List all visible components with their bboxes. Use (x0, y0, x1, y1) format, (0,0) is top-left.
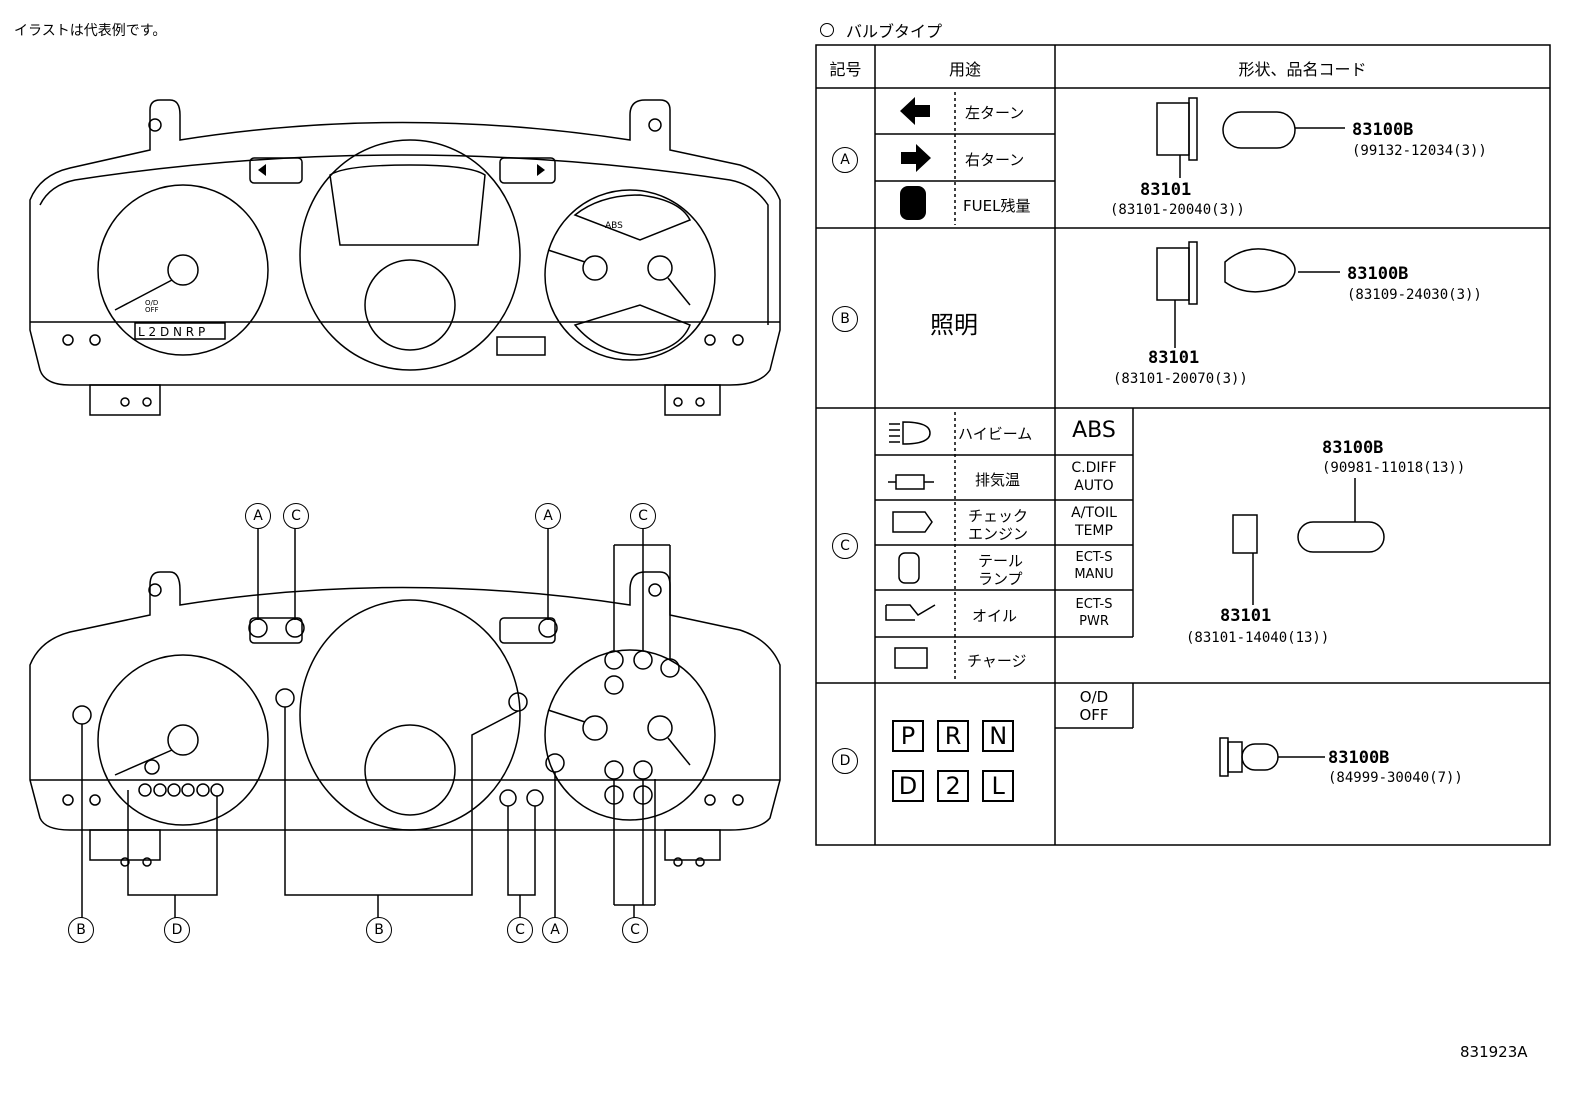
usage-oil: オイル (972, 607, 1018, 625)
abs-label: ABS (605, 221, 623, 231)
usage-lamp: ランプ (978, 570, 1023, 588)
svg-text:O/D: O/D (145, 299, 158, 307)
callout-c-bottom-mid: C (507, 917, 533, 943)
usage-charge: チャージ (967, 652, 1027, 670)
indicator-ects-pwr-1: ECT-S (1075, 597, 1113, 612)
svg-text:OFF: OFF (145, 306, 159, 314)
indicator-auto: AUTO (1074, 478, 1114, 494)
symbol-c: C (832, 533, 858, 559)
callout-d: D (164, 917, 190, 943)
gear-row-bottom: D 2 L (888, 770, 1018, 802)
callout-a-right-turn: A (535, 503, 561, 529)
indicator-cdiff: C.DIFF (1071, 460, 1117, 476)
svg-text:L 2 D N R P: L 2 D N R P (138, 325, 205, 339)
gear-r: R (937, 720, 970, 752)
callout-a-fuel: A (542, 917, 568, 943)
indicator-od: O/D (1079, 688, 1109, 706)
usage-engine: エンジン (968, 525, 1029, 543)
symbol-b: B (832, 306, 858, 332)
bulb-b-sub: (83109-24030(3)) (1347, 287, 1482, 303)
socket-c-code: 83101 (1220, 606, 1272, 626)
right-turn-icon (901, 144, 931, 172)
usage-high-beam: ハイビーム (958, 425, 1033, 443)
header-symbol: 記号 (829, 60, 862, 79)
callout-b-center: B (366, 917, 392, 943)
symbol-a: A (832, 147, 858, 173)
header-usage: 用途 (948, 60, 981, 79)
representative-note: イラストは代表例です。 (14, 23, 167, 39)
indicator-pwr: PWR (1079, 614, 1109, 629)
usage-check: チェック (968, 507, 1029, 525)
symbol-d: D (832, 748, 858, 774)
socket-b-sub: (83101-20070(3)) (1113, 371, 1248, 387)
gear-row-top: P R N (888, 720, 1018, 752)
bulb-c-sub: (90981-11018(13)) (1322, 460, 1466, 476)
table-title: バルブタイプ (820, 18, 942, 42)
usage-fuel: FUEL残量 (963, 197, 1031, 215)
indicator-atoil: A/TOIL (1071, 505, 1117, 521)
indicator-temp: TEMP (1075, 523, 1113, 539)
callout-c-bottom-right: C (622, 917, 648, 943)
socket-b-code: 83101 (1148, 348, 1200, 368)
usage-tail: テール (978, 552, 1024, 570)
bulb-a-code: 83100B (1352, 120, 1414, 140)
gear-d: D (892, 770, 924, 802)
indicator-ects-manu-1: ECT-S (1075, 550, 1113, 565)
bulb-c-code: 83100B (1322, 438, 1384, 458)
indicator-off: OFF (1079, 706, 1109, 724)
callout-c-top-right: C (630, 503, 656, 529)
usage-left-turn: 左ターン (965, 104, 1025, 122)
bulb-d-code: 83100B (1328, 748, 1390, 768)
header-shape: 形状、品名コード (1238, 60, 1367, 79)
gear-p: P (892, 720, 924, 752)
gear-l: L (982, 770, 1015, 802)
usage-illumination: 照明 (930, 311, 978, 339)
usage-right-turn: 右ターン (965, 151, 1025, 169)
bulb-b-code: 83100B (1347, 264, 1409, 284)
indicator-abs: ABS (1072, 418, 1116, 443)
cluster-illustrations: ABS O/D OFF L 2 D N R P (29, 99, 781, 918)
gear-n: N (982, 720, 1015, 752)
bulb-a-sub: (99132-12034(3)) (1352, 143, 1487, 159)
figure-code: 831923A (1460, 1043, 1528, 1061)
socket-c-sub: (83101-14040(13)) (1186, 630, 1330, 646)
gear-2: 2 (937, 770, 970, 802)
callout-a-left-turn: A (245, 503, 271, 529)
socket-a-code: 83101 (1140, 180, 1192, 200)
callout-b-left: B (68, 917, 94, 943)
callout-c-top-left: C (283, 503, 309, 529)
usage-exhaust-temp: 排気温 (975, 471, 1021, 489)
indicator-manu: MANU (1074, 567, 1114, 582)
fuel-gauge-icon (900, 186, 926, 220)
bulb-d-sub: (84999-30040(7)) (1328, 770, 1463, 786)
socket-a-sub: (83101-20040(3)) (1110, 202, 1245, 218)
left-turn-icon (900, 97, 930, 125)
